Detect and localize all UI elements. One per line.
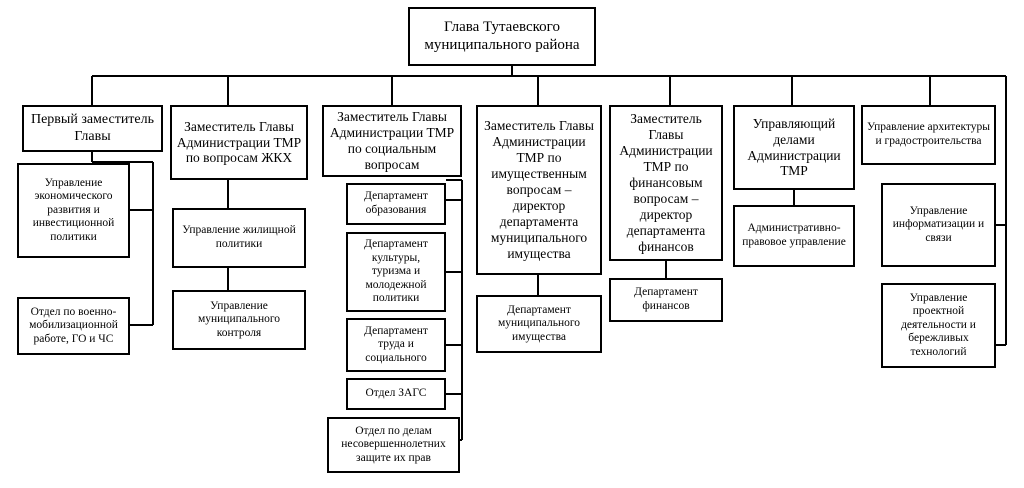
- deputy-housing-box: Заместитель Главы Администрации ТМР по в…: [170, 105, 308, 180]
- municipal-property-dept: Департамент муниципального имущества: [476, 295, 602, 353]
- juvenile-affairs-dept: Отдел по делам несовершеннолетних защите…: [327, 417, 460, 473]
- labor-social-dept: Департамент труда и социального: [346, 318, 446, 372]
- deputy-social-box: Заместитель Главы Администрации ТМР по с…: [322, 105, 462, 177]
- first-deputy-box: Первый заместитель Главы: [22, 105, 163, 152]
- deputy-property-box: Заместитель Главы Администрации ТМР по и…: [476, 105, 602, 275]
- chief-of-staff-box: Управляющий делами Администрации ТМР: [733, 105, 855, 190]
- finance-dept: Департамент финансов: [609, 278, 723, 322]
- architecture-dept: Управление архитектуры и градостроительс…: [861, 105, 996, 165]
- economic-development-dept: Управление экономического развития и инв…: [17, 163, 130, 258]
- admin-legal-dept: Административно-правовое управление: [733, 205, 855, 267]
- housing-policy-dept: Управление жилищной политики: [172, 208, 306, 268]
- culture-tourism-dept: Департамент культуры, туризма и молодежн…: [346, 232, 446, 312]
- head-of-district: Глава Тутаевского муниципального района: [408, 7, 596, 66]
- municipal-control-dept: Управление муниципального контроля: [172, 290, 306, 350]
- registry-office-dept: Отдел ЗАГС: [346, 378, 446, 410]
- it-communications-dept: Управление информатизации и связи: [881, 183, 996, 267]
- project-management-dept: Управление проектной деятельности и бере…: [881, 283, 996, 368]
- military-mobilization-dept: Отдел по военно-мобилизационной работе, …: [17, 297, 130, 355]
- education-dept: Департамент образования: [346, 183, 446, 225]
- deputy-finance-box: Заместитель Главы Администрации ТМР по ф…: [609, 105, 723, 261]
